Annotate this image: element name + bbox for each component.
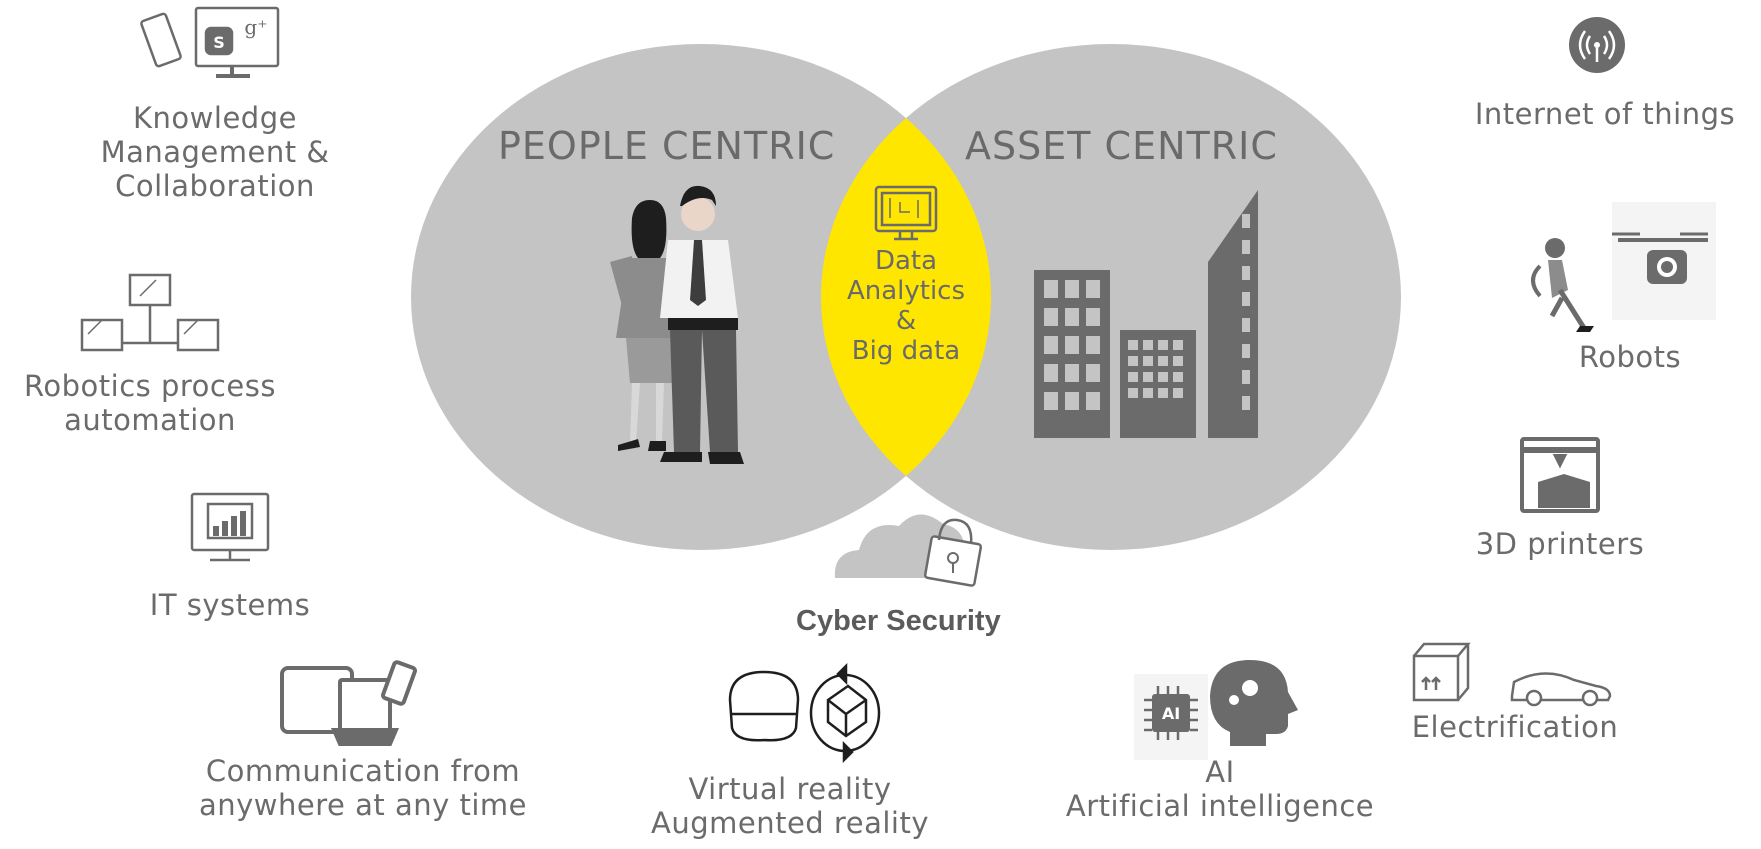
business-people-icon: [610, 185, 744, 464]
label-line: Augmented reality: [651, 806, 929, 840]
electrification-label: Electrification: [1380, 710, 1650, 744]
artificial-intelligence-label: AI Artificial intelligence: [1040, 755, 1400, 823]
label-line: Robotics process: [24, 369, 276, 403]
robot-drone-icon: [1531, 202, 1716, 332]
cloud-lock-icon: [832, 514, 983, 587]
overlap-line: &: [895, 306, 917, 336]
label-line: Virtual reality: [688, 772, 892, 806]
devices-skype-gplus-icon: [140, 6, 280, 78]
label-line: AI: [1205, 755, 1235, 789]
robots-label: Robots: [1530, 340, 1730, 374]
chart-bars: [213, 511, 246, 536]
overlap-label: Data Analytics & Big data: [836, 246, 976, 366]
multi-device-icon: [280, 660, 417, 746]
label-line: Knowledge: [133, 101, 297, 135]
gplus-glyph: g⁺: [244, 15, 267, 39]
label-line: Management &: [100, 135, 330, 169]
virtual-augmented-reality-label: Virtual reality Augmented reality: [640, 772, 940, 840]
wireless-signal-icon: [1569, 17, 1625, 73]
overlap-line: Big data: [851, 336, 961, 366]
communication-label: Communication from anywhere at any time: [168, 754, 558, 822]
label-line: Robots: [1578, 340, 1682, 374]
3d-printer-icon: [1520, 437, 1600, 513]
network-monitors-icon: [80, 273, 220, 352]
overlap-line: Analytics: [846, 276, 966, 306]
overlap-line: Data: [874, 246, 938, 276]
monitor-chart-icon: [190, 492, 270, 562]
label-line: Collaboration: [115, 169, 315, 203]
label-line: Internet of things: [1474, 97, 1736, 131]
label-line: anywhere at any time: [198, 788, 527, 822]
label-line: 3D printers: [1475, 527, 1645, 561]
people-centric-title: PEOPLE CENTRIC: [498, 124, 836, 168]
label-line: IT systems: [149, 588, 311, 622]
internet-of-things-label: Internet of things: [1455, 97, 1755, 131]
label-line: Artificial intelligence: [1065, 789, 1375, 823]
vr-headset-cube-icon: [728, 662, 881, 764]
3d-printers-label: 3D printers: [1450, 527, 1670, 561]
ai-chip-brain-icon: [1134, 660, 1298, 760]
cyber-security-label: Cyber Security: [796, 605, 1001, 637]
label-line: Electrification: [1411, 710, 1619, 744]
analytics-monitor-icon: [874, 185, 938, 241]
building-windows: [1044, 214, 1250, 410]
robotics-process-automation-label: Robotics process automation: [0, 369, 300, 437]
label-line: Communication from: [205, 754, 521, 788]
it-systems-label: IT systems: [90, 588, 370, 622]
label-line: automation: [64, 403, 236, 437]
ai-chip-glyph: AI: [1162, 704, 1180, 723]
skype-glyph: S: [213, 33, 225, 52]
asset-centric-title: ASSET CENTRIC: [965, 124, 1278, 168]
knowledge-management-label: Knowledge Management & Collaboration: [60, 101, 370, 203]
box-car-icon: [1412, 642, 1612, 707]
